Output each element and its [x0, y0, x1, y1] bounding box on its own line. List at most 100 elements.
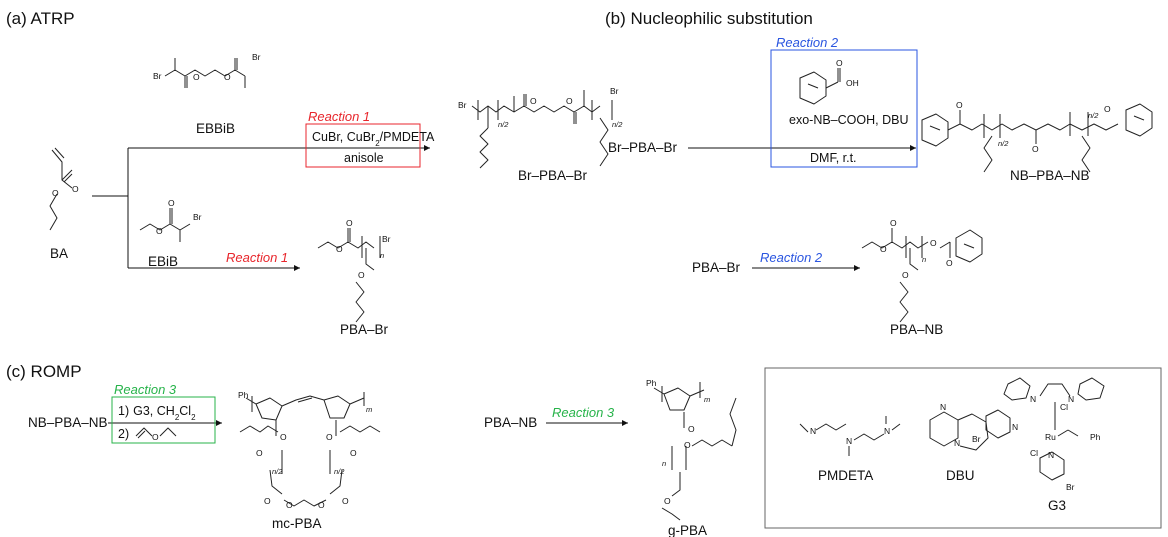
- svg-text:O: O: [336, 244, 343, 254]
- svg-text:m: m: [366, 405, 372, 414]
- svg-text:O: O: [342, 496, 349, 506]
- ethyl-vinyl-ether-structure: O: [135, 427, 177, 442]
- compound-label-g-pba: g-PBA: [668, 523, 707, 537]
- svg-text:O: O: [880, 244, 887, 254]
- svg-text:Br: Br: [153, 71, 162, 81]
- reaction2-solvent: DMF, r.t.: [810, 151, 857, 165]
- g3-structure: N N Cl Ru Cl Ph N Br N Br: [972, 377, 1105, 492]
- svg-text:O: O: [1032, 144, 1039, 154]
- compound-label-nb-pba-nb: NB–PBA–NB: [1010, 168, 1090, 183]
- compound-label-pba-br-start: PBA–Br: [692, 260, 741, 275]
- svg-text:O: O: [256, 448, 263, 458]
- svg-text:Br: Br: [193, 212, 202, 222]
- svg-text:Br: Br: [382, 234, 391, 244]
- ba-structure: O O: [49, 147, 79, 231]
- svg-text:Cl: Cl: [1060, 402, 1068, 412]
- svg-text:O: O: [286, 500, 293, 510]
- svg-text:Ph: Ph: [1090, 432, 1101, 442]
- svg-text:O: O: [350, 448, 357, 458]
- svg-text:O: O: [946, 258, 953, 268]
- svg-text:O: O: [836, 58, 843, 68]
- ebbib-structure: Br O O Br: [153, 52, 261, 88]
- compound-label-pba-nb-start: PBA–NB: [484, 415, 537, 430]
- pmdeta-structure: N N N: [799, 416, 901, 456]
- reaction3-step1: 1)G3, CH2Cl2: [118, 404, 196, 422]
- svg-text:O: O: [318, 500, 325, 510]
- br-pba-br-structure: Br n/2 O O n/2 Br: [458, 86, 623, 169]
- svg-text:O: O: [358, 270, 365, 280]
- compound-label-br-pba-br: Br–PBA–Br: [518, 168, 588, 183]
- reaction2-label-top: Reaction 2: [776, 35, 839, 50]
- svg-text:Cl: Cl: [1030, 448, 1038, 458]
- svg-text:n/2: n/2: [612, 120, 623, 129]
- compound-label-pba-br: PBA–Br: [340, 322, 389, 337]
- svg-text:Br: Br: [458, 100, 467, 110]
- ba-o: O: [52, 188, 59, 198]
- svg-text:n: n: [380, 251, 384, 260]
- pba-br-structure: O O n Br O: [317, 218, 391, 323]
- svg-text:O: O: [664, 496, 671, 506]
- svg-text:n/2: n/2: [272, 467, 283, 476]
- svg-text:O: O: [280, 432, 287, 442]
- svg-text:O: O: [264, 496, 271, 506]
- compound-label-dbu: DBU: [946, 468, 975, 483]
- svg-text:O: O: [902, 270, 909, 280]
- compound-label-nb-pba-nb-start: NB–PBA–NB: [28, 415, 108, 430]
- svg-text:n/2: n/2: [998, 139, 1009, 148]
- svg-text:O: O: [530, 96, 537, 106]
- reaction3-step2: 2): [118, 427, 129, 441]
- svg-text:Ru: Ru: [1045, 432, 1056, 442]
- reaction2-reagents: exo-NB–COOH, DBU: [789, 113, 908, 127]
- svg-text:O: O: [326, 432, 333, 442]
- svg-text:O: O: [156, 226, 163, 236]
- svg-text:N: N: [1012, 422, 1018, 432]
- svg-text:OH: OH: [846, 78, 859, 88]
- svg-text:O: O: [566, 96, 573, 106]
- nb-pba-nb-structure: O n/2 O n/2 O: [921, 100, 1153, 173]
- dbu-structure: N N: [929, 402, 989, 451]
- reaction1-catalyst: CuBr, CuBr2/PMDETA: [312, 130, 435, 148]
- svg-text:N: N: [954, 438, 960, 448]
- svg-text:m: m: [704, 395, 710, 404]
- svg-text:O: O: [890, 218, 897, 228]
- svg-text:Ph: Ph: [646, 378, 657, 388]
- catalyst-panel: [764, 367, 1162, 529]
- compound-label-mc-pba: mc-PBA: [272, 516, 322, 531]
- compound-label-ba: BA: [50, 246, 68, 261]
- svg-text:N: N: [884, 426, 890, 436]
- svg-text:N: N: [940, 402, 946, 412]
- svg-text:N: N: [1030, 394, 1036, 404]
- reaction2-condition-box: [770, 49, 918, 168]
- svg-text:O: O: [224, 72, 231, 82]
- svg-text:O: O: [930, 238, 937, 248]
- svg-text:O: O: [168, 198, 175, 208]
- reaction1-solvent: anisole: [344, 151, 384, 165]
- svg-text:O: O: [684, 440, 691, 450]
- pba-nb-structure: O O n O O O: [861, 218, 983, 323]
- svg-text:n: n: [662, 459, 666, 468]
- svg-text:Br: Br: [610, 86, 619, 96]
- reaction3-label-top: Reaction 3: [114, 382, 177, 397]
- svg-text:O: O: [956, 100, 963, 110]
- svg-text:Ph: Ph: [238, 390, 249, 400]
- reaction1-condition-box: [305, 123, 421, 168]
- svg-text:n/2: n/2: [334, 467, 345, 476]
- compound-label-g3: G3: [1048, 498, 1066, 513]
- reaction3-condition-box: [111, 396, 216, 444]
- section-title-nucleophilic: (b) Nucleophilic substitution: [605, 9, 813, 28]
- svg-text:O: O: [346, 218, 353, 228]
- svg-text:N: N: [1048, 450, 1054, 460]
- svg-text:Br: Br: [1066, 482, 1075, 492]
- svg-text:O: O: [688, 424, 695, 434]
- compound-label-ebib: EBiB: [148, 254, 178, 269]
- exo-nb-cooh-structure: O OH: [799, 58, 859, 105]
- svg-text:N: N: [810, 426, 816, 436]
- g-pba-structure: Ph m O O n O: [646, 378, 737, 521]
- compound-label-ebbib: EBBiB: [196, 121, 235, 136]
- section-title-romp: (c) ROMP: [6, 362, 82, 381]
- reaction3-label-bottom: Reaction 3: [552, 405, 615, 420]
- mc-pba-structure: Ph m O O O O n/2 n/2 O O O O: [238, 390, 381, 510]
- svg-text:O: O: [193, 72, 200, 82]
